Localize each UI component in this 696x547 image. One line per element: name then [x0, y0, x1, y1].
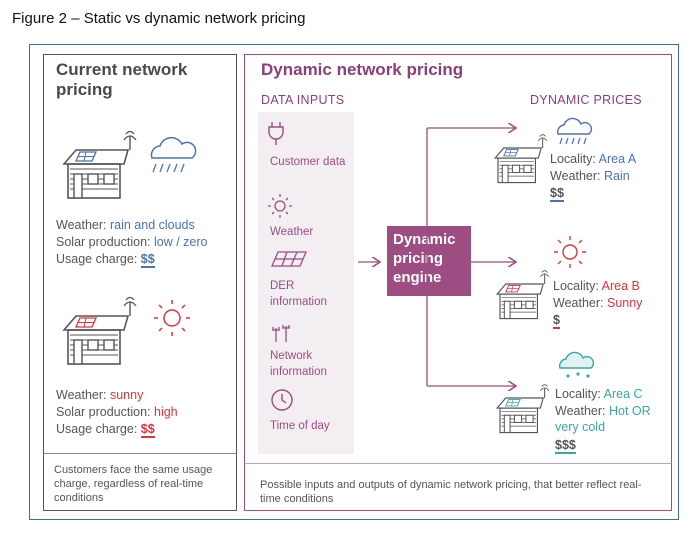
current-charge-2: Usage charge: $$ — [56, 422, 155, 438]
house-icon — [496, 270, 550, 320]
plug-icon — [268, 122, 284, 145]
data-inputs-box — [258, 112, 354, 454]
output-a-price: $$ — [550, 186, 564, 202]
input-label-network: Network information — [270, 350, 327, 378]
input-label-der: DER information — [270, 280, 327, 308]
input-label-time: Time of day — [270, 420, 330, 432]
rain-cloud-icon — [150, 136, 197, 173]
dynamic-pricing-title: Dynamic network pricing — [261, 60, 464, 79]
snow-cloud-icon — [559, 351, 595, 378]
output-a-locality: Locality: Area A — [550, 152, 637, 166]
house-icon — [496, 384, 550, 434]
house-icon — [494, 134, 548, 184]
current-solar-2: Solar production: high — [56, 405, 178, 419]
house-icon — [63, 296, 137, 365]
dynamic-footnote: Possible inputs and outputs of dynamic n… — [260, 479, 642, 505]
data-inputs-header: DATA INPUTS — [261, 93, 345, 107]
sun-icon — [154, 300, 190, 336]
solar-panel-icon — [271, 251, 307, 267]
output-c-price: $$$ — [555, 438, 576, 454]
input-label-customer: Customer data — [270, 156, 346, 168]
output-b-locality: Locality: Area B — [553, 279, 640, 293]
current-charge-1: Usage charge: $$ — [56, 252, 155, 268]
figure-title: Figure 2 – Static vs dynamic network pri… — [12, 10, 306, 27]
current-pricing-title: Current network pricing — [56, 60, 188, 99]
sun-icon — [554, 236, 586, 268]
current-solar-1: Solar production: low / zero — [56, 235, 208, 249]
house-icon — [63, 130, 137, 199]
output-b-weather: Weather: Sunny — [553, 296, 643, 310]
input-label-weather: Weather — [270, 226, 314, 238]
engine-output-arrows — [426, 128, 516, 386]
current-weather-1: Weather: rain and clouds — [56, 218, 195, 232]
dynamic-pricing-engine: Dynamic pricing engine — [387, 226, 471, 296]
clock-icon — [271, 389, 293, 411]
pylon-icon — [272, 325, 290, 342]
dynamic-pricing-footnote-box — [244, 463, 672, 511]
output-a-weather: Weather: Rain — [550, 169, 630, 183]
output-c-locality: Locality: Area C — [555, 387, 643, 401]
figure-frame — [29, 44, 679, 520]
output-b-price: $ — [553, 313, 560, 329]
sun-icon — [268, 194, 292, 218]
output-c-weather: Weather: Hot OR very cold — [555, 404, 651, 434]
current-weather-2: Weather: sunny — [56, 388, 144, 402]
rain-cloud-icon — [557, 117, 593, 145]
current-footnote: Customers face the same usage charge, re… — [54, 464, 213, 504]
current-pricing-footnote-box — [43, 453, 237, 511]
dynamic-prices-header: DYNAMIC PRICES — [530, 93, 642, 107]
